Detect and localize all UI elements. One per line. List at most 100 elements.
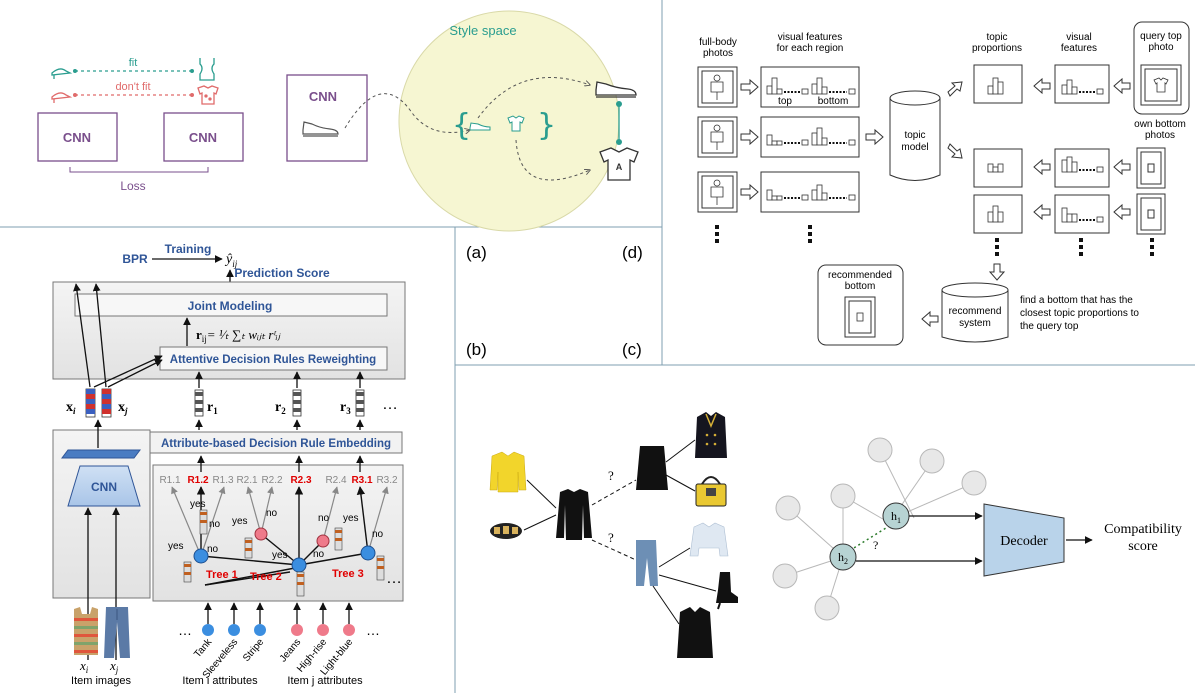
panel-a-siamese: fit don't fit CNN CNN Loss <box>37 57 244 193</box>
rule-label: R2.4 <box>325 475 347 486</box>
item-xj-label: xj <box>109 658 119 675</box>
question-mark-2: ? <box>608 530 614 545</box>
full-body-photos <box>697 66 738 213</box>
heel-shoe-red-icon <box>51 92 73 103</box>
floral-shirt-icon <box>197 85 219 105</box>
yes-label: yes <box>272 550 288 561</box>
topic-histograms <box>987 77 1104 223</box>
hollow-arrows <box>740 77 1131 328</box>
attr-j-jeans: Jeans <box>278 637 304 665</box>
no-label: no <box>318 513 330 524</box>
sneaker-out-icon <box>595 81 637 98</box>
tree-edges-bold <box>196 486 369 586</box>
cnn-label: CNN <box>91 480 117 494</box>
own-bottom-photos <box>1136 147 1166 235</box>
attr-i-node <box>202 624 214 636</box>
graph-nodes <box>772 437 987 621</box>
rule-label: R2.2 <box>261 475 283 486</box>
tree3-label: Tree 3 <box>332 568 364 580</box>
yes-label: yes <box>190 499 206 510</box>
topic-dots <box>1079 91 1095 221</box>
rule-label: R3.1 <box>351 475 373 486</box>
vertical-ellipsis <box>715 225 1154 256</box>
tree-edges <box>171 486 389 557</box>
cnn-to-space-arrow <box>344 93 470 133</box>
attr-j-node <box>291 624 303 636</box>
brace-right-icon: } <box>537 108 556 143</box>
joint-modeling-label: Joint Modeling <box>188 299 273 313</box>
cnn-layer-bar <box>61 449 141 459</box>
xj-label: xj <box>118 400 128 416</box>
h1-h2-dotted-edge <box>848 522 895 552</box>
xi-vector <box>85 388 96 418</box>
tree2-root-node <box>291 557 307 573</box>
rule-label: R1.1 <box>159 475 181 486</box>
attr-i-stripe: Stripe <box>241 637 266 664</box>
shirt-icon <box>1153 77 1169 93</box>
tree2-label: Tree 2 <box>250 571 282 583</box>
rule-embedding-box <box>149 431 403 454</box>
white-jacket-image <box>689 522 729 557</box>
question-mark-3: ? <box>873 538 878 552</box>
prediction-score-label: Prediction Score <box>234 266 330 280</box>
tree2-child-node <box>316 534 330 548</box>
shirt-letter: A <box>616 162 623 172</box>
mini-sneaker-icon <box>469 122 491 131</box>
r2-vector <box>292 389 302 417</box>
attr-right-ellipsis: … <box>366 622 380 638</box>
rule-label: R3.2 <box>376 475 398 486</box>
tree1-child-node <box>254 527 268 541</box>
h2-node <box>829 543 857 571</box>
tshirt-out-icon <box>599 147 639 181</box>
histogram-glyphs <box>766 77 856 201</box>
rule-label: R2.1 <box>236 475 258 486</box>
panel-d-graph: ? ? ? h1 h2 Decode <box>489 412 1182 658</box>
cnn-box-right <box>163 112 244 162</box>
tank-top-icon <box>199 58 215 81</box>
tree-vectors <box>183 509 385 597</box>
attr-i-tank: Tank <box>192 636 215 660</box>
space-to-sneaker-arrow <box>477 77 590 119</box>
label-c: (c) <box>622 340 642 359</box>
brace-left-icon: { <box>452 108 471 143</box>
attr-left-ellipsis: … <box>178 622 192 638</box>
yes-label: yes <box>343 513 359 524</box>
sneaker-icon <box>302 121 339 137</box>
cnn-style-label: CNN <box>309 89 337 104</box>
item-i-attributes-label: Item i attributes <box>182 675 258 687</box>
label-d: (d) <box>622 243 643 262</box>
black-top-image <box>556 489 592 540</box>
item-j-attributes-label: Item j attributes <box>287 675 363 687</box>
rule-embedding-label: Attribute-based Decision Rule Embedding <box>161 438 391 450</box>
r2-label: r2 <box>275 400 286 416</box>
ankle-boot-image <box>716 572 738 610</box>
bottom-label: bottom <box>818 96 849 107</box>
decoder-trapezoid <box>983 503 1065 577</box>
rule-label: R1.2 <box>187 475 209 486</box>
tree1-root-node <box>193 548 209 564</box>
tree-ellipsis: … <box>386 570 402 587</box>
tree1-label: Tree 1 <box>206 569 238 581</box>
reweighting-label: Attentive Decision Rules Reweighting <box>170 354 376 366</box>
yhat-label: ŷij <box>224 252 238 269</box>
training-label: Training <box>165 242 212 256</box>
no-label: no <box>207 544 219 555</box>
r3-vector <box>355 389 365 417</box>
tree3-root-node <box>360 545 376 561</box>
h1-label: h1 <box>891 509 901 525</box>
black-long-coat-image <box>677 607 713 658</box>
h2-label: h2 <box>838 550 848 566</box>
loss-bracket <box>69 167 209 173</box>
item-images-label: Item images <box>71 675 131 687</box>
panel-a-style-space: CNN Style space { } A <box>286 10 639 232</box>
